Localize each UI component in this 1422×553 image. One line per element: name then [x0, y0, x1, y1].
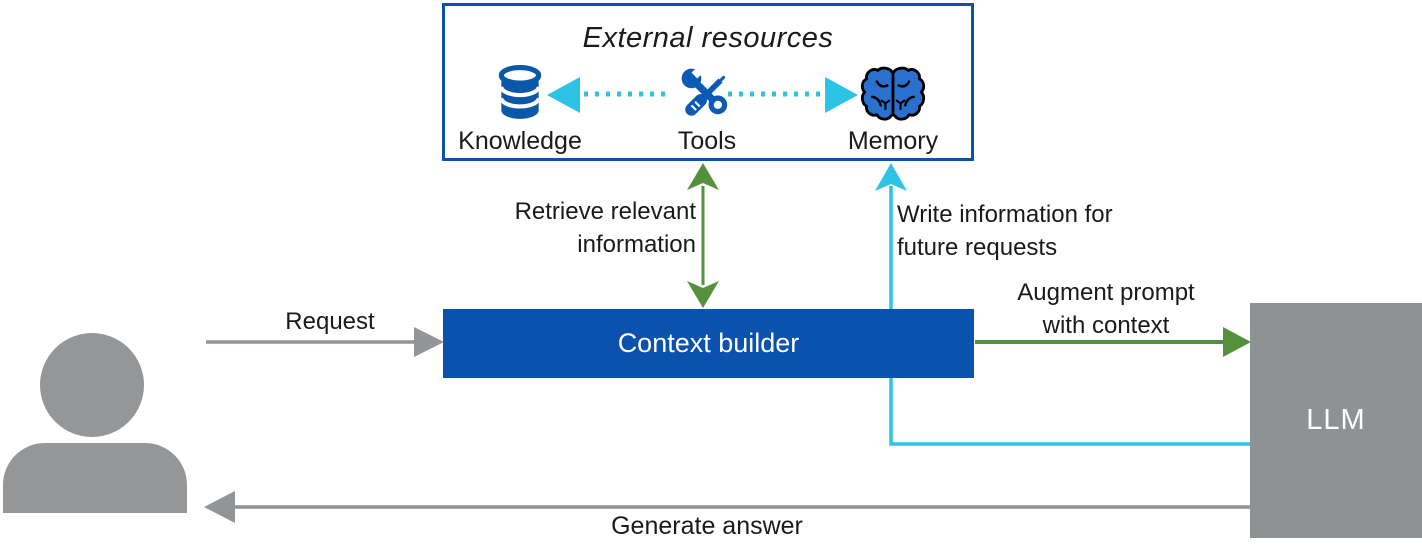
tools-to-knowledge-arrow	[547, 77, 665, 113]
augment-label-line1: Augment prompt	[1017, 279, 1195, 306]
augment-arrow	[975, 327, 1251, 357]
resource-knowledge: Knowledge	[455, 63, 585, 156]
database-icon	[455, 63, 585, 125]
person-icon	[3, 333, 187, 513]
memory-label: Memory	[847, 127, 939, 155]
llm-label: LLM	[1306, 404, 1366, 436]
context-builder-node: Context builder	[443, 309, 974, 378]
retrieve-arrow	[687, 163, 719, 308]
write-arrow	[875, 163, 1250, 446]
generate-arrow	[204, 491, 1250, 523]
brain-icon	[828, 63, 958, 125]
retrieve-label-line1: Retrieve relevant	[514, 198, 696, 225]
request-arrow	[206, 327, 444, 357]
write-label-line2: future requests	[897, 234, 1058, 261]
write-label-line1: Write information for	[897, 201, 1113, 228]
request-label: Request	[285, 308, 375, 335]
resource-memory: Memory	[828, 63, 958, 156]
tools-to-memory-arrow	[728, 77, 858, 113]
write-label: Write information for future requests	[897, 198, 1167, 264]
retrieve-label: Retrieve relevant information	[440, 195, 696, 261]
tools-label: Tools	[677, 127, 737, 155]
augment-label: Augment prompt with context	[1000, 276, 1212, 342]
generate-label: Generate answer	[611, 512, 803, 540]
llm-node: LLM	[1250, 303, 1422, 538]
tools-icon	[642, 63, 772, 125]
retrieve-label-line2: information	[577, 231, 696, 258]
context-builder-label: Context builder	[617, 328, 800, 358]
external-resources-title: External resources	[582, 22, 834, 54]
knowledge-label: Knowledge	[458, 127, 582, 155]
augment-label-line2: with context	[1042, 312, 1170, 339]
resource-tools: Tools	[642, 63, 772, 156]
external-resources-box: External resources Knowledge	[442, 3, 974, 161]
